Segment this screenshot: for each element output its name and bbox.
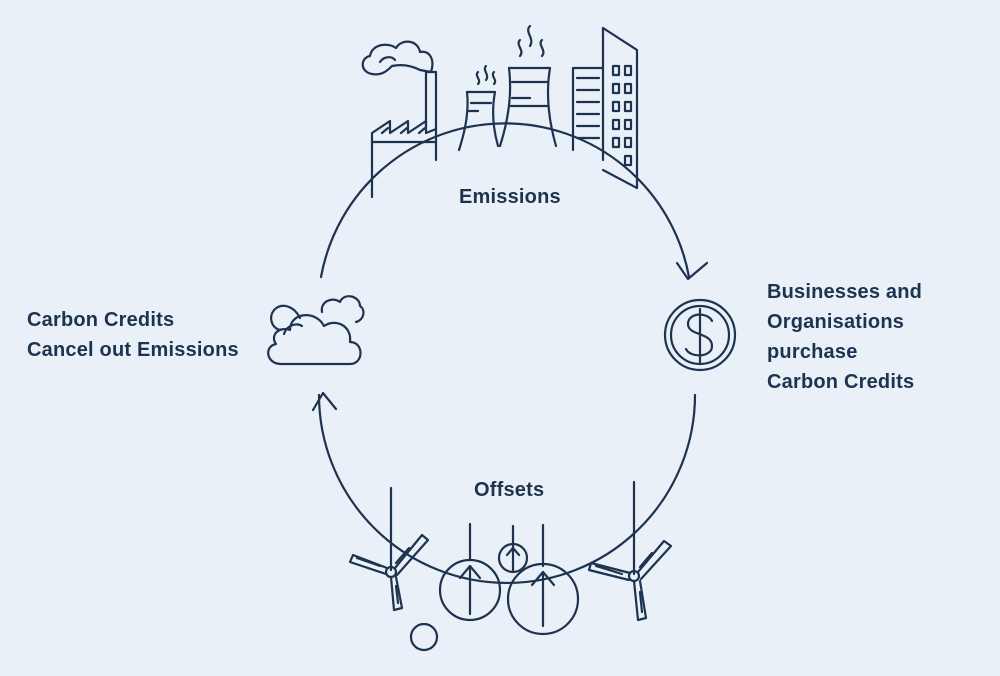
arrowhead-left-icon [311,391,338,412]
tree-icon [506,562,580,636]
tree-icon [438,558,502,622]
cooling-tower-icon [498,24,558,148]
arrowhead-right-icon [675,261,709,281]
tree-icon [497,542,529,574]
wind-turbine-icon [348,533,430,612]
cooling-tower-icon [457,64,500,152]
label-line: Cancel out Emissions [27,339,239,361]
cycle-arc-bottom [317,393,697,585]
label-line: Organisations [767,311,905,333]
label-line: Businesses and [767,281,923,303]
cloud-icon [267,295,365,366]
label-line: Carbon Credits [767,371,915,393]
dollar-coin-icon [663,298,737,372]
label-line: purchase [767,341,858,363]
label-line: Carbon Credits [27,309,175,331]
factory-icon [361,40,438,199]
businesses-purchase-label: Businesses and Organisations purchase Ca… [767,277,922,397]
skyscraper-icon [571,26,639,190]
carbon-credits-cancel-label: Carbon Credits Cancel out Emissions [27,305,239,365]
offsets-label: Offsets [474,479,545,501]
emissions-label: Emissions [459,186,561,208]
wind-turbine-icon [587,539,673,622]
ball-icon [409,622,439,652]
